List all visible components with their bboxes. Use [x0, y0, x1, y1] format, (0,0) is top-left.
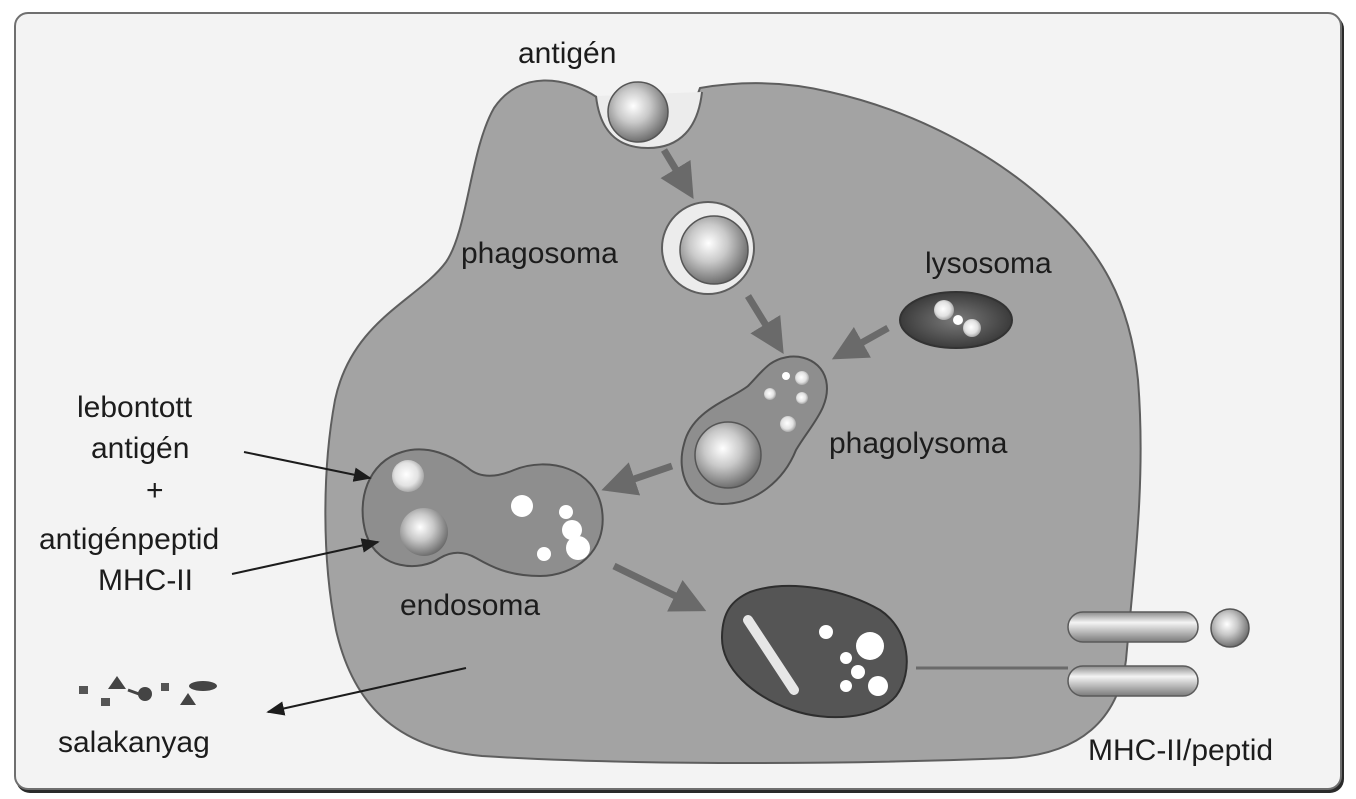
label-endosoma: endosoma	[400, 589, 540, 622]
endosoma-granule	[566, 536, 590, 560]
mhc-vesicle-peptide	[840, 652, 852, 664]
label-mhc-ii-peptid: MHC-II/peptid	[1088, 734, 1273, 767]
debris-triangle	[108, 676, 126, 689]
endosoma-antigen	[400, 508, 448, 556]
receptor-bar-upper	[1068, 612, 1198, 642]
phagolysoma-granule	[782, 372, 790, 380]
mhc-vesicle-peptide	[819, 625, 833, 639]
label-mhc-ii: MHC-II	[98, 564, 193, 597]
label-antigenpeptid: antigénpeptid	[39, 523, 219, 556]
endosoma-granule	[511, 495, 533, 517]
waste-debris	[79, 676, 217, 706]
phagolysoma-granule	[796, 392, 808, 404]
debris-square	[79, 686, 88, 694]
label-phagosoma: phagosoma	[461, 237, 618, 270]
phagolysoma-granule	[764, 388, 776, 400]
debris-circle	[138, 687, 152, 701]
phagolysoma-granule	[780, 416, 796, 432]
presented-peptide	[1211, 609, 1249, 647]
label-plus: +	[146, 474, 164, 507]
debris-triangle	[180, 693, 196, 705]
debris-capsule	[189, 681, 217, 691]
receptor-bar-lower	[1068, 666, 1198, 696]
debris-square	[161, 683, 169, 691]
phagosoma-antigen	[680, 216, 748, 284]
phagolysoma-granule	[795, 371, 809, 385]
debris-square	[101, 698, 110, 706]
label-lebontott: lebontott	[77, 391, 193, 424]
label-lysosoma: lysosoma	[925, 247, 1052, 280]
lysosoma-granule	[963, 319, 981, 337]
label-antigen: antigén	[518, 37, 616, 70]
antigen-sphere	[608, 82, 668, 142]
endosoma-granule	[537, 547, 551, 561]
mhc-vesicle-peptide	[868, 676, 888, 696]
lysosoma-granule	[934, 300, 954, 320]
label-phagolysoma: phagolysoma	[829, 427, 1008, 460]
label-antigen-degraded: antigén	[91, 432, 189, 465]
lysosoma-granule	[953, 315, 963, 325]
debris-line	[128, 690, 139, 694]
mhc-vesicle-peptide	[856, 632, 884, 660]
mhc-vesicle-peptide	[840, 680, 852, 692]
endosoma-granule	[559, 505, 573, 519]
phagolysoma-antigen	[695, 422, 761, 488]
mhc-vesicle-peptide	[851, 665, 865, 679]
endosoma-antigen-fragment	[392, 460, 424, 492]
label-salakanyag: salakanyag	[58, 726, 210, 759]
